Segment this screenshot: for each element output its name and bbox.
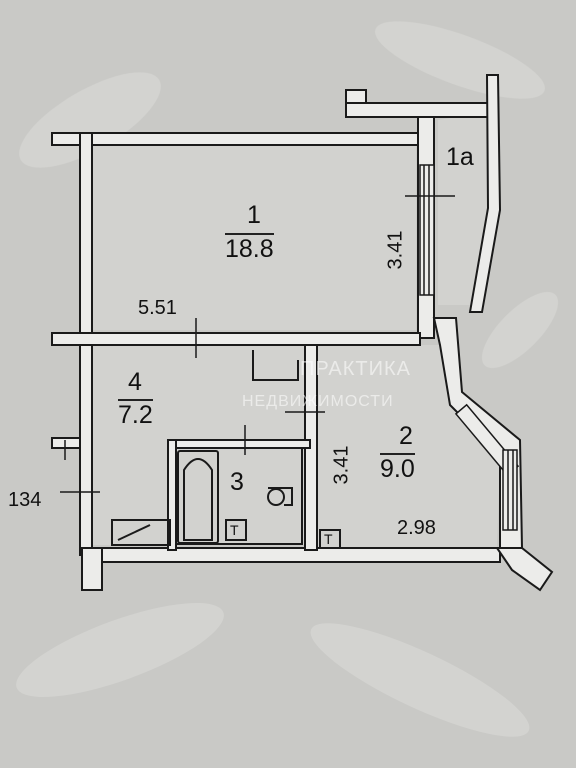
room-1-area: 18.8 — [225, 233, 274, 263]
room-1-height-dimension: 3.41 — [384, 230, 407, 270]
left-side-dimension: 134 — [8, 489, 42, 511]
bathroom-fixtures — [111, 350, 341, 549]
kitchen-counter — [111, 519, 171, 546]
room-2-width-dimension: 2.98 — [397, 517, 436, 539]
room-3-number: 3 — [230, 468, 244, 496]
bathroom-inner-border — [175, 447, 303, 545]
room-4-number: 4 — [128, 368, 142, 396]
room-4-area: 7.2 — [118, 399, 153, 429]
watermark-line1: ПРАКТИКА — [300, 358, 411, 380]
room-2-height-dimension: 3.41 — [330, 445, 353, 485]
room-2-number: 2 — [399, 422, 413, 450]
windows — [419, 164, 520, 531]
room-1-number: 1 — [247, 201, 261, 229]
room-1-floor — [92, 146, 416, 330]
bathtub-inner — [183, 458, 213, 541]
t-mark-bath: Т — [230, 522, 239, 538]
room-2-area: 9.0 — [380, 453, 415, 483]
watermark-line2: НЕДВИЖИМОСТИ — [242, 393, 394, 410]
room-1a-number: 1а — [446, 143, 474, 171]
dimension-ticks — [60, 195, 455, 493]
t-mark-kitchen: Т — [324, 531, 333, 547]
room-1-width-dimension: 5.51 — [138, 297, 177, 319]
